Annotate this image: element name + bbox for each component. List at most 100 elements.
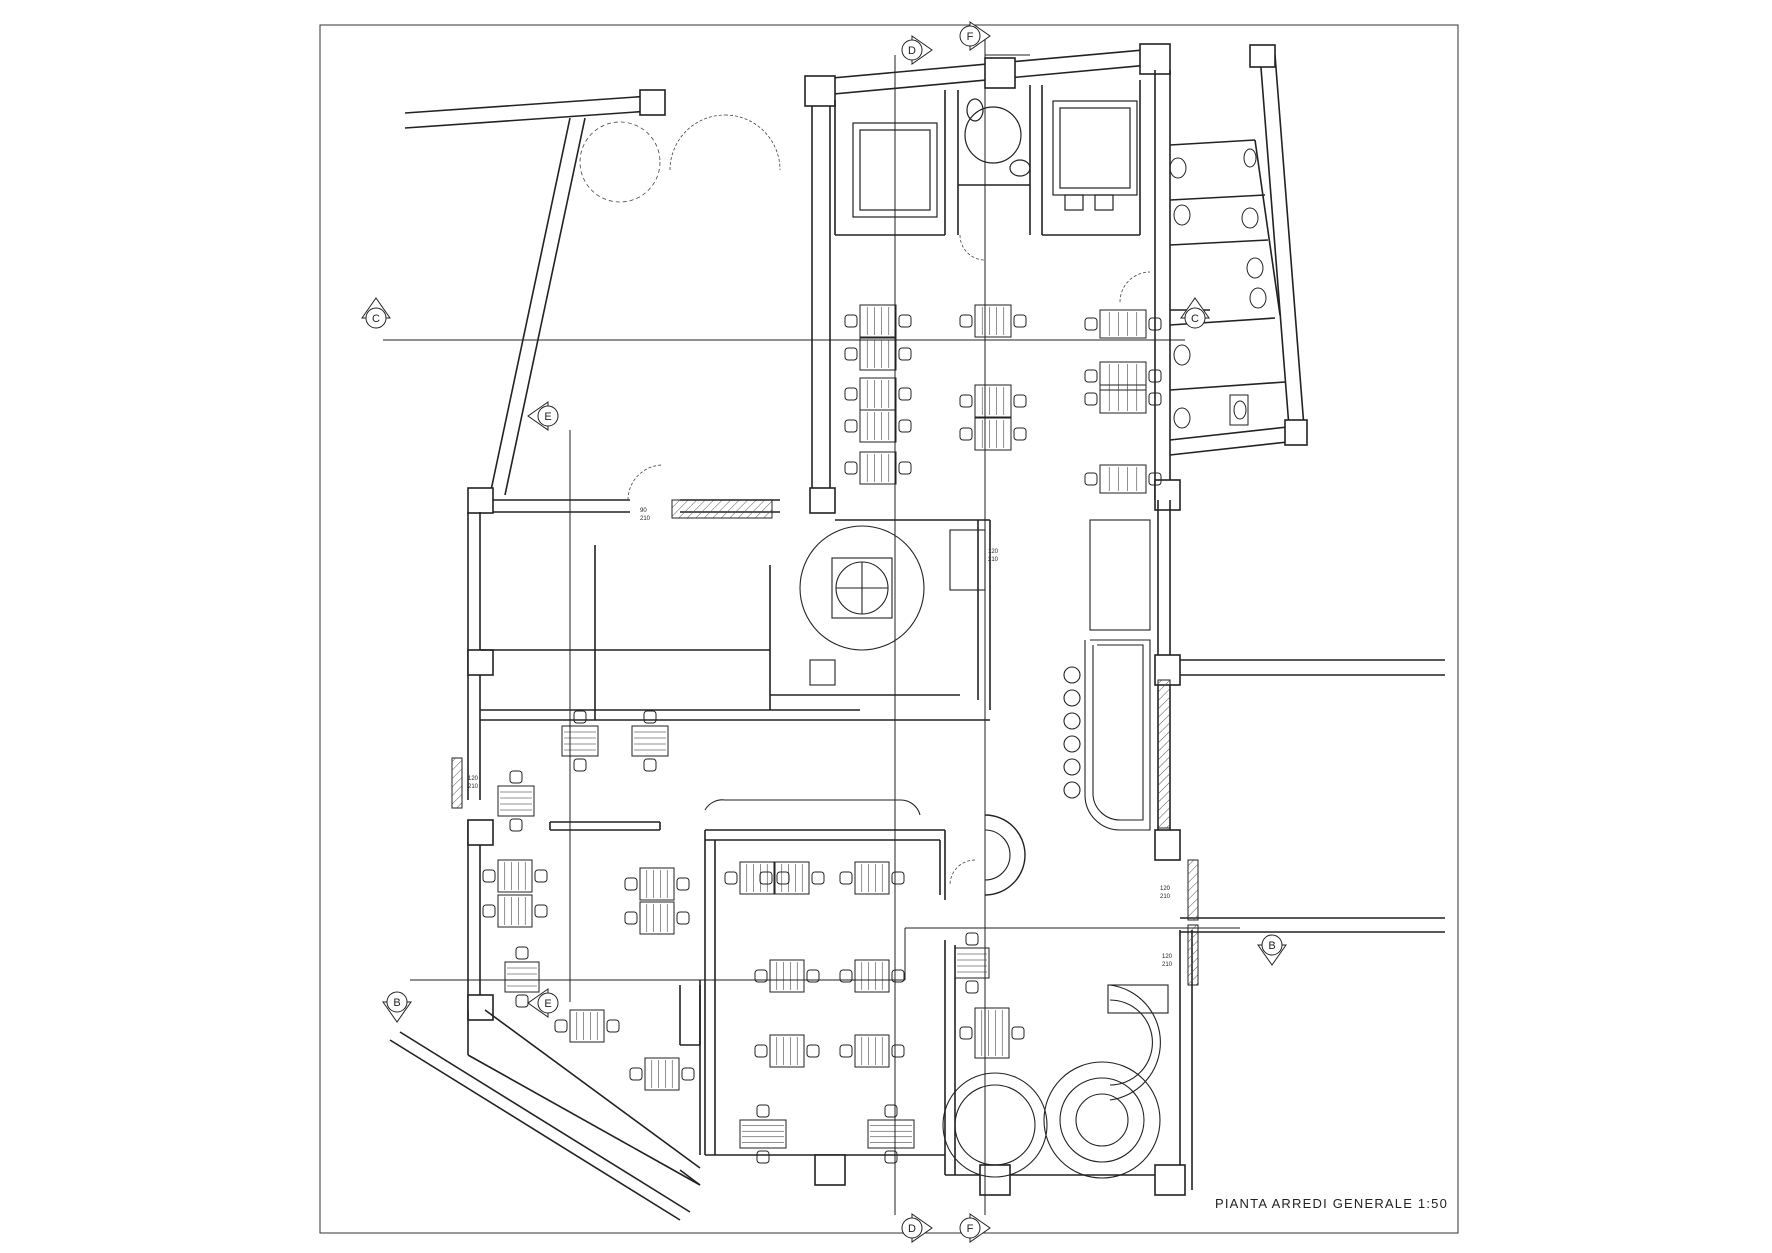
chair xyxy=(1084,369,1098,383)
table xyxy=(854,959,890,993)
chair xyxy=(959,1026,973,1040)
table-with-chairs xyxy=(631,710,669,772)
chair xyxy=(884,1150,898,1164)
chair xyxy=(959,427,973,441)
chair xyxy=(1013,314,1027,328)
door-swings xyxy=(627,114,1151,886)
section-marker-letter: E xyxy=(544,998,551,1010)
table xyxy=(631,725,669,757)
chair xyxy=(1013,394,1027,408)
chair xyxy=(534,869,548,883)
chair xyxy=(1013,427,1027,441)
table xyxy=(497,894,533,928)
chair xyxy=(811,871,825,885)
table-with-chairs xyxy=(839,1034,905,1068)
chair xyxy=(965,980,979,994)
chair xyxy=(965,932,979,946)
chair xyxy=(898,461,912,475)
chair xyxy=(1084,317,1098,331)
drawing-frame xyxy=(319,24,1459,1234)
table-with-chairs xyxy=(754,1034,820,1068)
chair xyxy=(898,347,912,361)
chair xyxy=(898,419,912,433)
dim-left-door-w: 120 xyxy=(468,776,479,782)
table xyxy=(639,867,675,901)
dim-small-door-w: 90 xyxy=(640,508,647,514)
section-marker-letter: B xyxy=(393,997,400,1009)
kitchen-center xyxy=(799,525,986,686)
dim-right-door-lower-w: 120 xyxy=(1162,954,1173,960)
section-lines xyxy=(383,35,1240,1215)
chair xyxy=(839,969,853,983)
table-with-chairs xyxy=(1084,464,1162,494)
storage-rooms xyxy=(852,98,1138,218)
dim-right-door-lower-h: 210 xyxy=(1162,962,1173,968)
chair xyxy=(891,1044,905,1058)
table-with-chairs xyxy=(839,861,905,895)
table-with-chairs xyxy=(844,304,912,338)
table xyxy=(774,861,810,895)
chair xyxy=(676,911,690,925)
table xyxy=(854,861,890,895)
section-marker-letter: C xyxy=(372,313,380,325)
table-with-chairs xyxy=(482,859,548,893)
section-marker-c: C xyxy=(1180,297,1210,329)
chair xyxy=(515,946,529,960)
chair xyxy=(482,869,496,883)
dim-right-door-upper-h: 210 xyxy=(1160,894,1171,900)
chair xyxy=(573,710,587,724)
dim-left-door-h: 210 xyxy=(468,784,479,790)
chair xyxy=(844,387,858,401)
table xyxy=(974,384,1012,418)
table-with-chairs xyxy=(844,377,912,411)
table xyxy=(974,304,1012,338)
chair xyxy=(573,758,587,772)
table xyxy=(497,785,535,817)
table-with-chairs xyxy=(959,1007,1025,1059)
section-marker-letter: D xyxy=(908,45,916,57)
section-marker-c: C xyxy=(361,297,391,329)
chair xyxy=(806,1044,820,1058)
chair xyxy=(1084,472,1098,486)
table-with-chairs xyxy=(839,959,905,993)
chair xyxy=(754,1044,768,1058)
table-with-chairs xyxy=(959,384,1027,418)
drawing-title: PIANTA ARREDI GENERALE 1:50 xyxy=(1215,1196,1449,1211)
table-with-chairs xyxy=(759,861,825,895)
dim-right-door-upper-w: 120 xyxy=(1160,886,1171,892)
table-with-chairs xyxy=(844,409,912,443)
chair xyxy=(898,314,912,328)
chair xyxy=(1148,472,1162,486)
chair xyxy=(606,1019,620,1033)
table xyxy=(954,947,990,979)
table-with-chairs xyxy=(1084,384,1162,414)
wc-fixtures xyxy=(1169,148,1267,429)
table-with-chairs xyxy=(1084,361,1162,391)
table-with-chairs xyxy=(482,894,548,928)
section-marker-e: E xyxy=(527,401,559,431)
chair xyxy=(1148,369,1162,383)
chair xyxy=(676,877,690,891)
section-marker-letter: C xyxy=(1191,313,1199,325)
chair xyxy=(509,770,523,784)
table xyxy=(859,409,897,443)
dim-kitchen-door-h: 210 xyxy=(988,557,999,563)
section-marker-f: F xyxy=(959,1213,991,1243)
chair xyxy=(959,314,973,328)
section-marker-letter: B xyxy=(1268,940,1275,952)
chair xyxy=(844,419,858,433)
table-with-chairs xyxy=(954,932,990,994)
spiral-staircases xyxy=(942,814,1169,1179)
table xyxy=(974,1007,1010,1059)
chair xyxy=(844,461,858,475)
table xyxy=(569,1009,605,1043)
chair xyxy=(754,969,768,983)
chair xyxy=(643,710,657,724)
chair xyxy=(1148,317,1162,331)
table-with-chairs xyxy=(844,337,912,371)
section-marker-letter: F xyxy=(967,31,974,43)
table-with-chairs xyxy=(724,861,790,895)
table xyxy=(867,1119,915,1149)
table-with-chairs xyxy=(867,1104,915,1164)
section-marker-e: E xyxy=(527,988,559,1018)
